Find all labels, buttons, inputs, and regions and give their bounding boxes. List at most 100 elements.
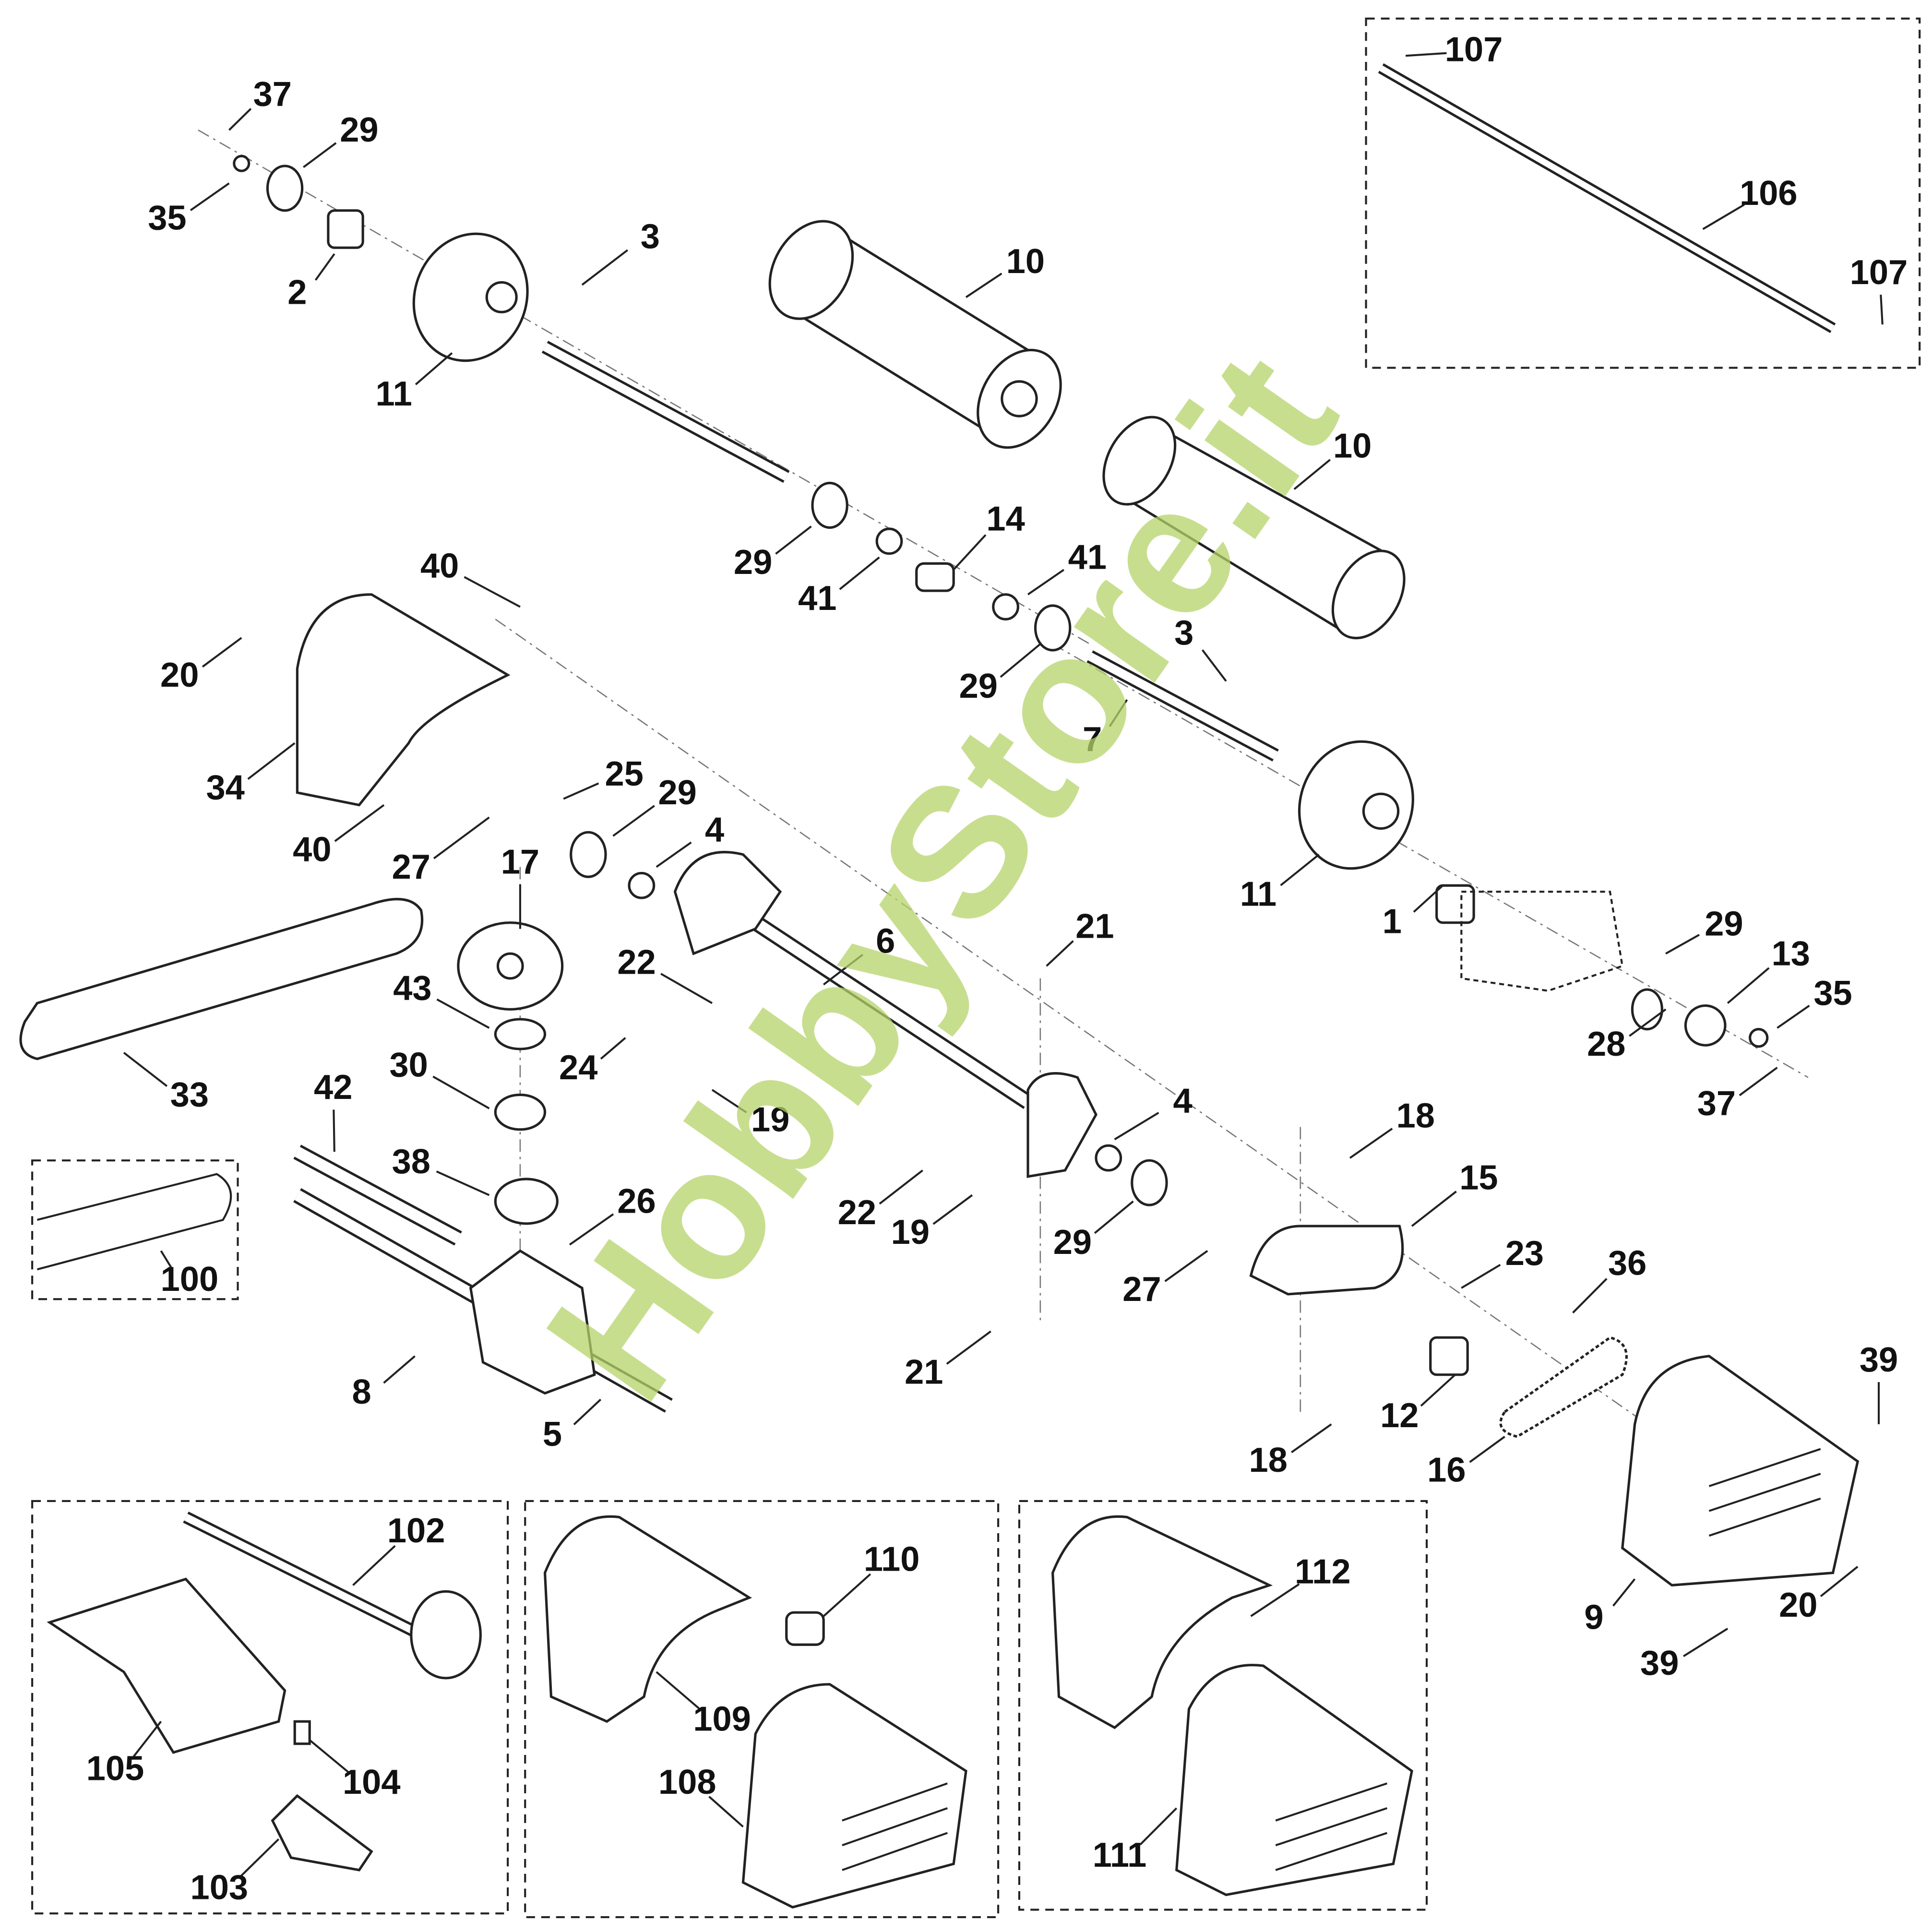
option-box-covers-b <box>1018 1500 1428 1911</box>
callout-1: 1 <box>1383 902 1402 941</box>
leader-line <box>1665 934 1700 954</box>
callout-13: 13 <box>1772 934 1810 973</box>
callout-30: 30 <box>389 1046 428 1085</box>
callout-6: 6 <box>876 922 895 961</box>
leader-line <box>1109 699 1128 727</box>
gearbox-and-rods <box>293 1145 673 1413</box>
leader-line <box>436 1170 490 1196</box>
callout-21: 21 <box>905 1353 943 1392</box>
callout-9: 9 <box>1584 1598 1603 1637</box>
leader-line <box>436 998 490 1029</box>
callout-27: 27 <box>392 848 430 886</box>
callout-29: 29 <box>959 667 998 705</box>
callout-22: 22 <box>617 943 656 982</box>
leader-line <box>1727 967 1770 1004</box>
leader-line <box>1629 1008 1667 1037</box>
leader-line <box>879 1169 923 1205</box>
callout-42: 42 <box>314 1068 352 1107</box>
callout-11: 11 <box>375 375 412 413</box>
leader-line <box>1349 1128 1393 1159</box>
leader-line <box>1880 294 1884 325</box>
callout-20: 20 <box>1779 1586 1817 1624</box>
pinions-and-bearings <box>233 155 1769 1376</box>
leader-line <box>1114 1111 1159 1141</box>
leader-line <box>839 556 880 590</box>
leader-line <box>1461 1264 1501 1289</box>
option-box-shaft <box>1365 17 1921 369</box>
leader-line <box>303 142 337 168</box>
callout-33: 33 <box>170 1076 209 1114</box>
axle-6-and-brackets <box>673 850 1624 1296</box>
leader-line <box>581 249 629 286</box>
housing-34 <box>296 593 511 807</box>
leader-line <box>1027 569 1065 596</box>
callout-12: 12 <box>1380 1396 1419 1435</box>
callout-25: 25 <box>605 755 644 793</box>
leader-line <box>563 782 599 800</box>
leader-line <box>352 1545 396 1586</box>
callout-18: 18 <box>1249 1441 1288 1479</box>
callout-40: 40 <box>293 831 331 869</box>
long-shaft-106 <box>1378 63 1836 333</box>
leader-line <box>711 1089 747 1113</box>
callout-41: 41 <box>1068 538 1107 577</box>
leader-line <box>1413 884 1443 913</box>
leader-line <box>1777 1004 1810 1029</box>
leader-line <box>932 1194 973 1225</box>
leader-line <box>309 1739 350 1774</box>
leader-line <box>656 1671 701 1710</box>
callout-40: 40 <box>420 547 459 585</box>
leader-line <box>660 973 713 1004</box>
shaft-7 <box>541 341 1279 762</box>
leader-line <box>1201 649 1227 682</box>
callout-28: 28 <box>1587 1025 1625 1063</box>
leader-line <box>239 1838 280 1878</box>
leader-line <box>464 576 521 608</box>
callout-20: 20 <box>160 656 199 694</box>
covers-108-109-110 <box>543 1515 967 1909</box>
callout-4: 4 <box>1173 1082 1193 1121</box>
callout-16: 16 <box>1427 1451 1466 1490</box>
callout-27: 27 <box>1122 1270 1161 1309</box>
callout-18: 18 <box>1396 1097 1435 1135</box>
callout-39: 39 <box>1640 1644 1679 1682</box>
leader-line <box>823 1573 871 1617</box>
callout-43: 43 <box>393 969 431 1008</box>
leader-line <box>1250 1583 1300 1617</box>
leader-line <box>132 1720 162 1757</box>
callout-102: 102 <box>387 1512 445 1550</box>
leader-line <box>953 534 987 571</box>
callout-37: 37 <box>1697 1085 1736 1123</box>
callout-23: 23 <box>1505 1234 1544 1273</box>
callout-38: 38 <box>392 1143 430 1181</box>
callout-108: 108 <box>658 1763 716 1801</box>
leader-line <box>1291 1423 1332 1454</box>
callout-labels: 3729352311101071061071014412941402032973… <box>86 30 1908 1907</box>
callout-109: 109 <box>693 1700 751 1738</box>
deflector-kit <box>47 1511 482 1872</box>
callout-29: 29 <box>1705 905 1743 943</box>
callout-39: 39 <box>1860 1341 1898 1379</box>
callout-100: 100 <box>161 1260 219 1299</box>
pulley-17 <box>457 921 564 1225</box>
chain-16 <box>1499 1336 1628 1438</box>
leader-line <box>1411 1191 1457 1227</box>
leader-line <box>432 1075 490 1109</box>
leader-line <box>573 1398 602 1426</box>
leader-line <box>383 1355 416 1384</box>
callout-104: 104 <box>343 1763 401 1801</box>
callout-2: 2 <box>287 273 307 311</box>
callout-110: 110 <box>864 1540 920 1578</box>
leader-line <box>1280 854 1320 886</box>
callout-41: 41 <box>798 579 836 618</box>
callout-24: 24 <box>559 1049 597 1087</box>
leader-lines <box>123 52 1884 1878</box>
callout-35: 35 <box>148 199 186 237</box>
callout-19: 19 <box>891 1213 930 1252</box>
callout-10: 10 <box>1333 427 1371 465</box>
leader-line <box>1293 459 1331 490</box>
leader-line <box>415 352 453 385</box>
leader-line <box>190 182 230 211</box>
leader-line <box>1702 203 1745 230</box>
